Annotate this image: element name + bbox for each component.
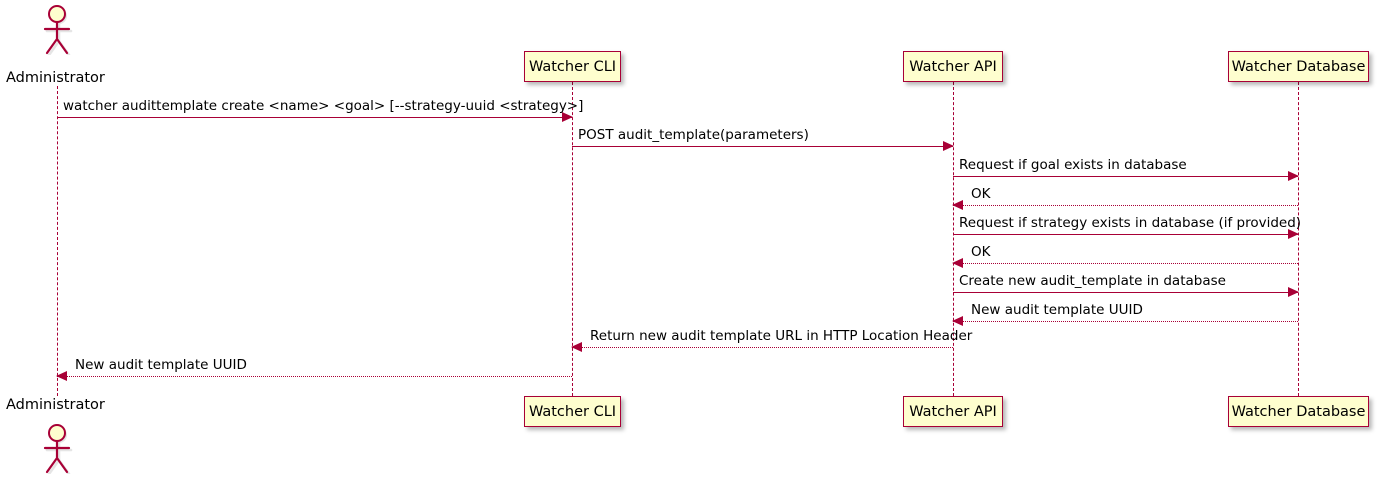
message-line-8 xyxy=(572,347,953,348)
arrowhead-right-icon-4 xyxy=(1288,229,1299,239)
participant-label-watcher-db-top: Watcher Database xyxy=(1231,58,1366,75)
arrowhead-left-icon-8 xyxy=(571,342,582,352)
arrowhead-right-icon-6 xyxy=(1288,287,1299,297)
message-line-9 xyxy=(57,376,572,377)
participant-label-watcher-cli-top: Watcher CLI xyxy=(528,58,617,75)
participant-box-watcher-cli-top[interactable]: Watcher CLI xyxy=(524,51,621,82)
message-line-4 xyxy=(953,234,1298,235)
participant-label-watcher-api-bottom: Watcher API xyxy=(909,403,997,420)
message-line-7 xyxy=(953,321,1298,322)
lifeline-administrator xyxy=(57,86,58,396)
message-label-6: Create new audit_template in database xyxy=(959,273,1226,289)
actor-administrator-top xyxy=(35,3,79,57)
participant-label-watcher-cli-bottom: Watcher CLI xyxy=(528,403,617,420)
message-label-4: Request if strategy exists in database (… xyxy=(959,215,1302,231)
arrowhead-right-icon-0 xyxy=(562,112,573,122)
message-line-0 xyxy=(57,117,572,118)
participant-box-watcher-db-top[interactable]: Watcher Database xyxy=(1228,51,1369,82)
message-line-2 xyxy=(953,176,1298,177)
message-line-6 xyxy=(953,292,1298,293)
message-label-0: watcher audittemplate create <name> <goa… xyxy=(63,98,584,114)
arrowhead-left-icon-7 xyxy=(952,316,963,326)
lifeline-watcher-cli xyxy=(572,82,573,396)
message-label-8: Return new audit template URL in HTTP Lo… xyxy=(590,328,973,344)
arrowhead-left-icon-9 xyxy=(56,371,67,381)
message-line-5 xyxy=(953,263,1298,264)
message-label-1: POST audit_template(parameters) xyxy=(578,127,809,143)
participant-label-watcher-db-bottom: Watcher Database xyxy=(1231,403,1366,420)
participant-box-watcher-cli-bottom[interactable]: Watcher CLI xyxy=(524,396,621,427)
message-line-1 xyxy=(572,146,953,147)
participant-box-watcher-api-top[interactable]: Watcher API xyxy=(903,51,1003,82)
arrowhead-right-icon-2 xyxy=(1288,171,1299,181)
actor-label-administrator-bottom: Administrator xyxy=(6,397,105,413)
arrowhead-right-icon-1 xyxy=(943,141,954,151)
participant-box-watcher-db-bottom[interactable]: Watcher Database xyxy=(1228,396,1369,427)
participant-label-watcher-api-top: Watcher API xyxy=(909,58,997,75)
message-label-7: New audit template UUID xyxy=(971,302,1143,318)
actor-label-administrator-top: Administrator xyxy=(6,70,105,86)
message-label-5: OK xyxy=(971,244,991,260)
lifeline-watcher-api xyxy=(953,82,954,396)
arrowhead-left-icon-3 xyxy=(952,200,963,210)
arrowhead-left-icon-5 xyxy=(952,258,963,268)
message-line-3 xyxy=(953,205,1298,206)
participant-box-watcher-api-bottom[interactable]: Watcher API xyxy=(903,396,1003,427)
message-label-2: Request if goal exists in database xyxy=(959,157,1187,173)
actor-administrator-bottom xyxy=(35,422,79,476)
lifeline-watcher-db xyxy=(1298,82,1299,396)
message-label-3: OK xyxy=(971,186,991,202)
message-label-9: New audit template UUID xyxy=(75,357,247,373)
